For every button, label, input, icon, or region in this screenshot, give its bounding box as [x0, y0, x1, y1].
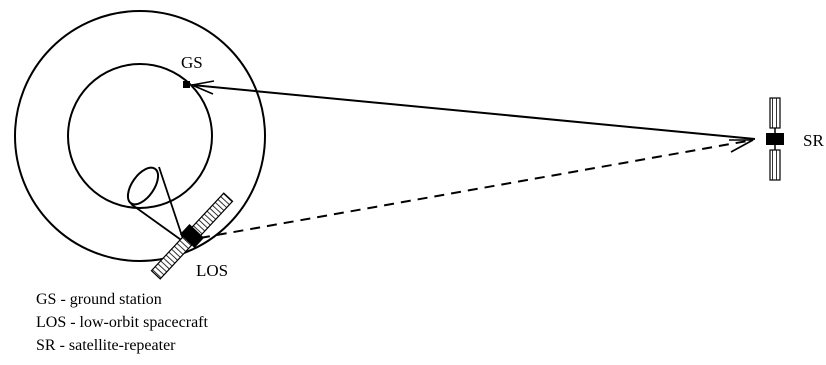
link-sr-to-gs — [192, 81, 755, 139]
link-los-to-sr — [200, 140, 753, 238]
legend-item-gs: GS - ground station — [36, 290, 162, 310]
satellite-repeater-icon — [766, 98, 784, 180]
outer-orbit-circle — [15, 11, 265, 261]
legend-item-sr: SR - satellite-repeater — [36, 336, 176, 356]
los-label: LOS — [196, 261, 228, 280]
sr-label: SR — [803, 131, 824, 150]
legend-item-los: LOS - low-orbit spacecraft — [36, 313, 208, 333]
earth-circle — [68, 64, 212, 208]
gs-label: GS — [181, 53, 203, 72]
ground-station-icon — [183, 81, 190, 88]
antenna-beam-icon — [122, 162, 184, 242]
